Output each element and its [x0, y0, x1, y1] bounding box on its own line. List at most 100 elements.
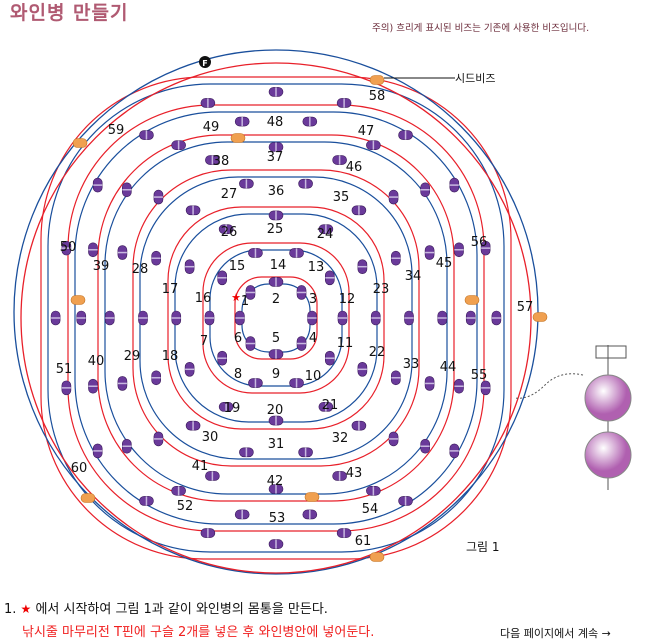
bead [153, 189, 164, 205]
bead [204, 310, 215, 326]
seed-bead [70, 295, 86, 305]
bead [88, 242, 98, 258]
thread-red [234, 276, 318, 360]
bead [424, 376, 435, 391]
bead [153, 431, 164, 447]
bead [245, 336, 256, 351]
bead [454, 242, 464, 258]
bead-number: 14 [270, 258, 287, 273]
bead [217, 350, 228, 366]
bead-number: 47 [358, 124, 375, 139]
start-marker: F [199, 56, 211, 68]
bead [357, 259, 368, 275]
seed-bead-label: 시드비즈 [455, 72, 495, 85]
bead [234, 116, 250, 127]
bead [122, 182, 132, 198]
bead [480, 240, 491, 256]
bead [268, 484, 284, 494]
bead [268, 349, 284, 359]
thread-red [40, 76, 512, 560]
bead [268, 539, 284, 549]
tpin-beads-illustration [514, 345, 632, 490]
next-page-link[interactable]: 다음 페이지에서 계속 → [500, 627, 611, 640]
bead [420, 182, 430, 198]
bead-number: 60 [71, 461, 88, 476]
bead-number: 4 [309, 331, 317, 346]
bead-number: 29 [124, 349, 141, 364]
bead [92, 443, 103, 459]
bead [388, 431, 399, 447]
bead-number: 53 [269, 511, 286, 526]
bead [480, 380, 491, 396]
bead-number: 10 [305, 369, 322, 384]
bead [268, 87, 284, 97]
bead-number: 57 [517, 300, 534, 315]
seed-bead [369, 75, 385, 85]
bead [318, 402, 334, 412]
bead-number: 17 [162, 282, 179, 297]
bead-number: 1 [241, 294, 249, 309]
bead [117, 245, 128, 260]
bead [336, 98, 352, 108]
note-text: 주의) 흐리게 표시된 비즈는 기존에 사용한 비즈입니다. [372, 23, 590, 34]
bead [296, 285, 307, 300]
bead-number: 3 [309, 292, 317, 307]
bead-number: 7 [200, 334, 208, 349]
bead [218, 402, 234, 412]
bead-number: 8 [234, 367, 242, 382]
bead [398, 496, 413, 506]
bead [268, 277, 284, 287]
bead [50, 310, 61, 326]
bead-number: 59 [108, 123, 125, 138]
bead [298, 178, 313, 189]
bead [239, 447, 254, 458]
thread-blue [13, 49, 539, 575]
bead [337, 310, 348, 326]
bead [324, 350, 335, 366]
seed-bead-callout: 시드비즈 [384, 72, 495, 85]
bead-number: 43 [346, 466, 363, 481]
bead-number: 54 [362, 502, 379, 517]
bead-number: 5 [272, 331, 280, 346]
thread-red [167, 206, 385, 430]
bead-number: 40 [88, 354, 105, 369]
bead-number: 37 [267, 150, 284, 165]
bead [289, 248, 304, 258]
bead [298, 447, 313, 458]
bead [151, 370, 161, 386]
instruction-line-1: 에서 시작하여 그림 1과 같이 와인병의 몸통을 만든다. [35, 602, 328, 617]
star-icon: ★ [20, 602, 32, 616]
bead-number: 34 [405, 269, 422, 284]
bead-number: 2 [272, 292, 280, 307]
bead [151, 250, 161, 266]
bead-number: 28 [132, 262, 149, 277]
bead [366, 485, 381, 496]
bead-number: 58 [369, 89, 386, 104]
bead [296, 336, 307, 351]
bead [122, 438, 132, 454]
bead [336, 528, 352, 538]
bead-number: 45 [436, 256, 453, 271]
bead [200, 98, 216, 108]
bead [268, 142, 284, 152]
bead [370, 310, 381, 326]
page-title: 와인병 만들기 [10, 2, 129, 24]
bead [76, 310, 87, 326]
bead [391, 250, 401, 266]
bead [171, 485, 186, 496]
bead-number: 27 [221, 187, 238, 202]
bead [117, 376, 128, 391]
bead [398, 130, 413, 140]
bead-number: 32 [332, 431, 349, 446]
bead [171, 140, 186, 151]
bead-number: 55 [471, 368, 488, 383]
bead [449, 443, 460, 459]
bead [289, 378, 304, 388]
instruction-step-1: 1. ★ 에서 시작하여 그림 1과 같이 와인병의 몸통을 만든다. [4, 598, 328, 617]
bead [351, 420, 367, 431]
bead-sphere [584, 374, 632, 422]
bead [104, 310, 115, 326]
bead [235, 310, 245, 326]
thread-blue [47, 83, 505, 553]
bead-number: 48 [267, 115, 284, 130]
